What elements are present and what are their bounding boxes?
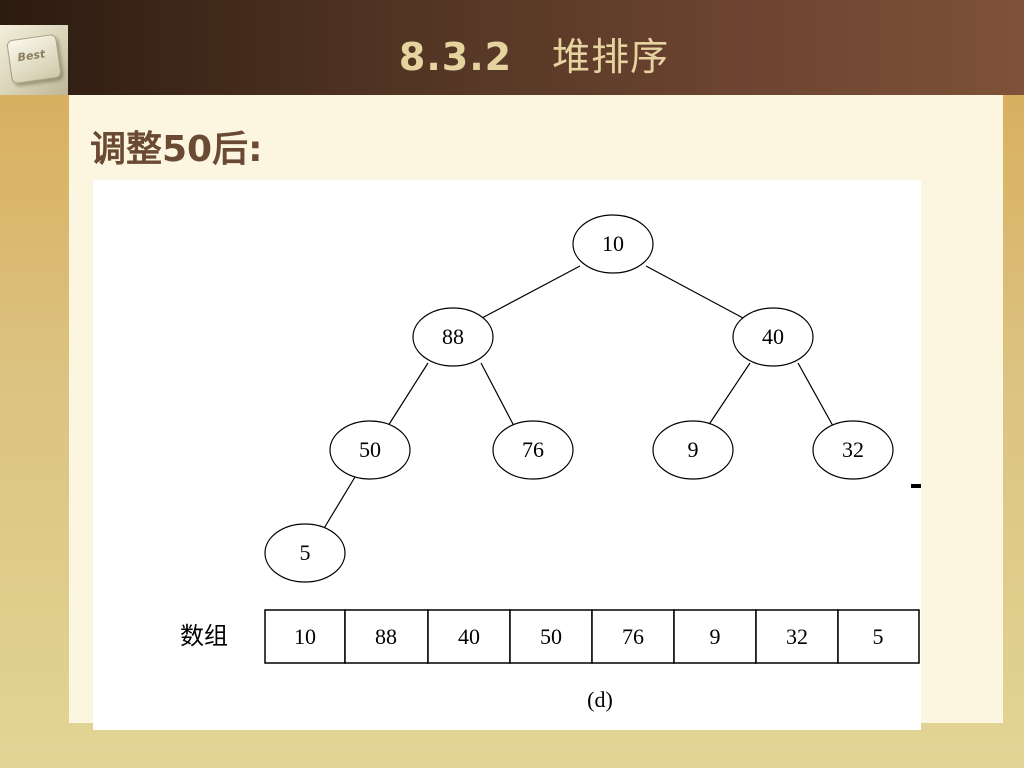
best-key-logo: Best	[0, 25, 68, 95]
array-cell	[427, 609, 511, 664]
array-label: 数组	[180, 622, 228, 650]
node-label: 10	[602, 231, 624, 256]
node-label: 50	[359, 437, 381, 462]
array-value: 32	[786, 624, 808, 649]
node-circle	[412, 307, 494, 367]
edge-10-40	[645, 265, 744, 319]
array-cell	[509, 609, 593, 664]
section-number: 8.3.2	[398, 35, 513, 79]
node-label: 5	[300, 540, 311, 565]
node-circle	[264, 523, 346, 583]
edge-40-9	[707, 362, 751, 427]
array-cell	[755, 609, 839, 664]
node-label: 32	[842, 437, 864, 462]
array-cell	[837, 609, 920, 664]
slide-title: 8.3.2 堆排序	[0, 26, 1024, 81]
node-label: 76	[522, 437, 544, 462]
node-circle	[812, 420, 894, 480]
node-circle	[732, 307, 814, 367]
edge-40-32	[797, 362, 834, 427]
node-circle	[492, 420, 574, 480]
title-bar: 8.3.2 堆排序	[0, 0, 1024, 95]
array-value: 9	[710, 624, 721, 649]
figure-caption: (d)	[587, 687, 613, 712]
array-value: 88	[375, 624, 397, 649]
keyboard-key-icon: Best	[6, 33, 62, 85]
array-value: 5	[873, 624, 884, 649]
node-label: 40	[762, 324, 784, 349]
array-value: 40	[458, 624, 480, 649]
section-title: 堆排序	[552, 35, 670, 79]
heap-diagram: 10 88 40 50 76 9 32 5 数组 10 88 40 50	[93, 180, 921, 730]
array-cells	[264, 609, 920, 664]
array-cell	[591, 609, 675, 664]
logo-text: Best	[16, 47, 46, 65]
array-value: 50	[540, 624, 562, 649]
edge-10-88	[481, 265, 581, 319]
edge-50-5	[322, 476, 356, 531]
heap-tree-svg: 10 88 40 50 76 9 32 5 数组 10 88 40 50	[180, 214, 921, 712]
tree-nodes	[264, 214, 894, 583]
node-circle	[652, 420, 734, 480]
node-circle	[329, 420, 411, 480]
edge-88-50	[387, 362, 429, 427]
node-circle	[572, 214, 654, 274]
node-label: 88	[442, 324, 464, 349]
tree-edges	[322, 265, 834, 531]
edge-mark	[911, 484, 921, 488]
slide-subtitle: 调整50后:	[90, 129, 263, 170]
array-value: 10	[294, 624, 316, 649]
array-values: 10 88 40 50 76 9 32 5	[294, 624, 884, 649]
array-value: 76	[622, 624, 644, 649]
edge-88-76	[480, 362, 515, 427]
node-label: 9	[688, 437, 699, 462]
node-labels: 10 88 40 50 76 9 32 5	[300, 231, 865, 565]
